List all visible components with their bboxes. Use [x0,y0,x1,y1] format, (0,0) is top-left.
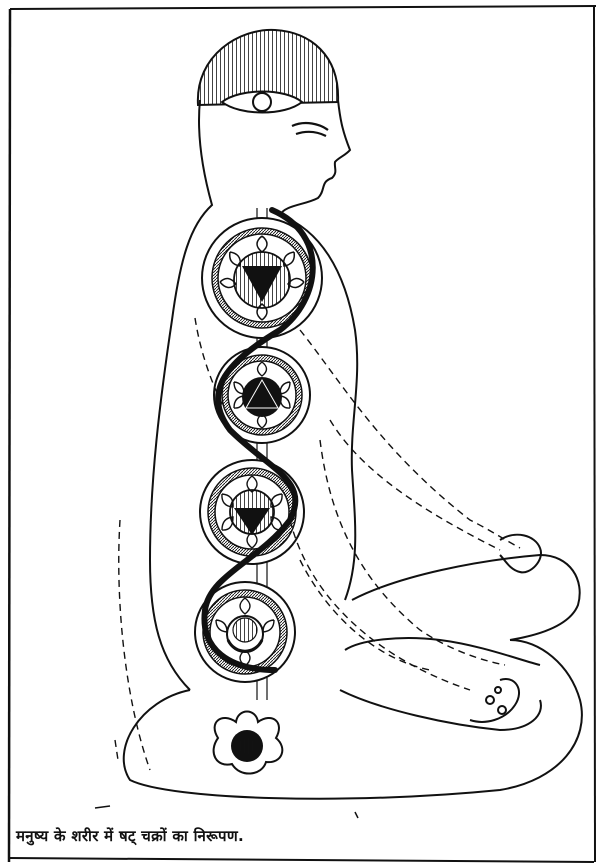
base-lotus [214,712,283,774]
chakra-3 [200,460,304,564]
figure-caption: मनुष्य के शरीर में षट् चक्रों का निरूपण. [16,826,244,846]
ink-marks [95,806,358,818]
third-eye-icon [222,92,302,113]
eye-icon [292,123,328,136]
page-border [9,6,596,862]
dashed-energy-lines [115,318,520,770]
